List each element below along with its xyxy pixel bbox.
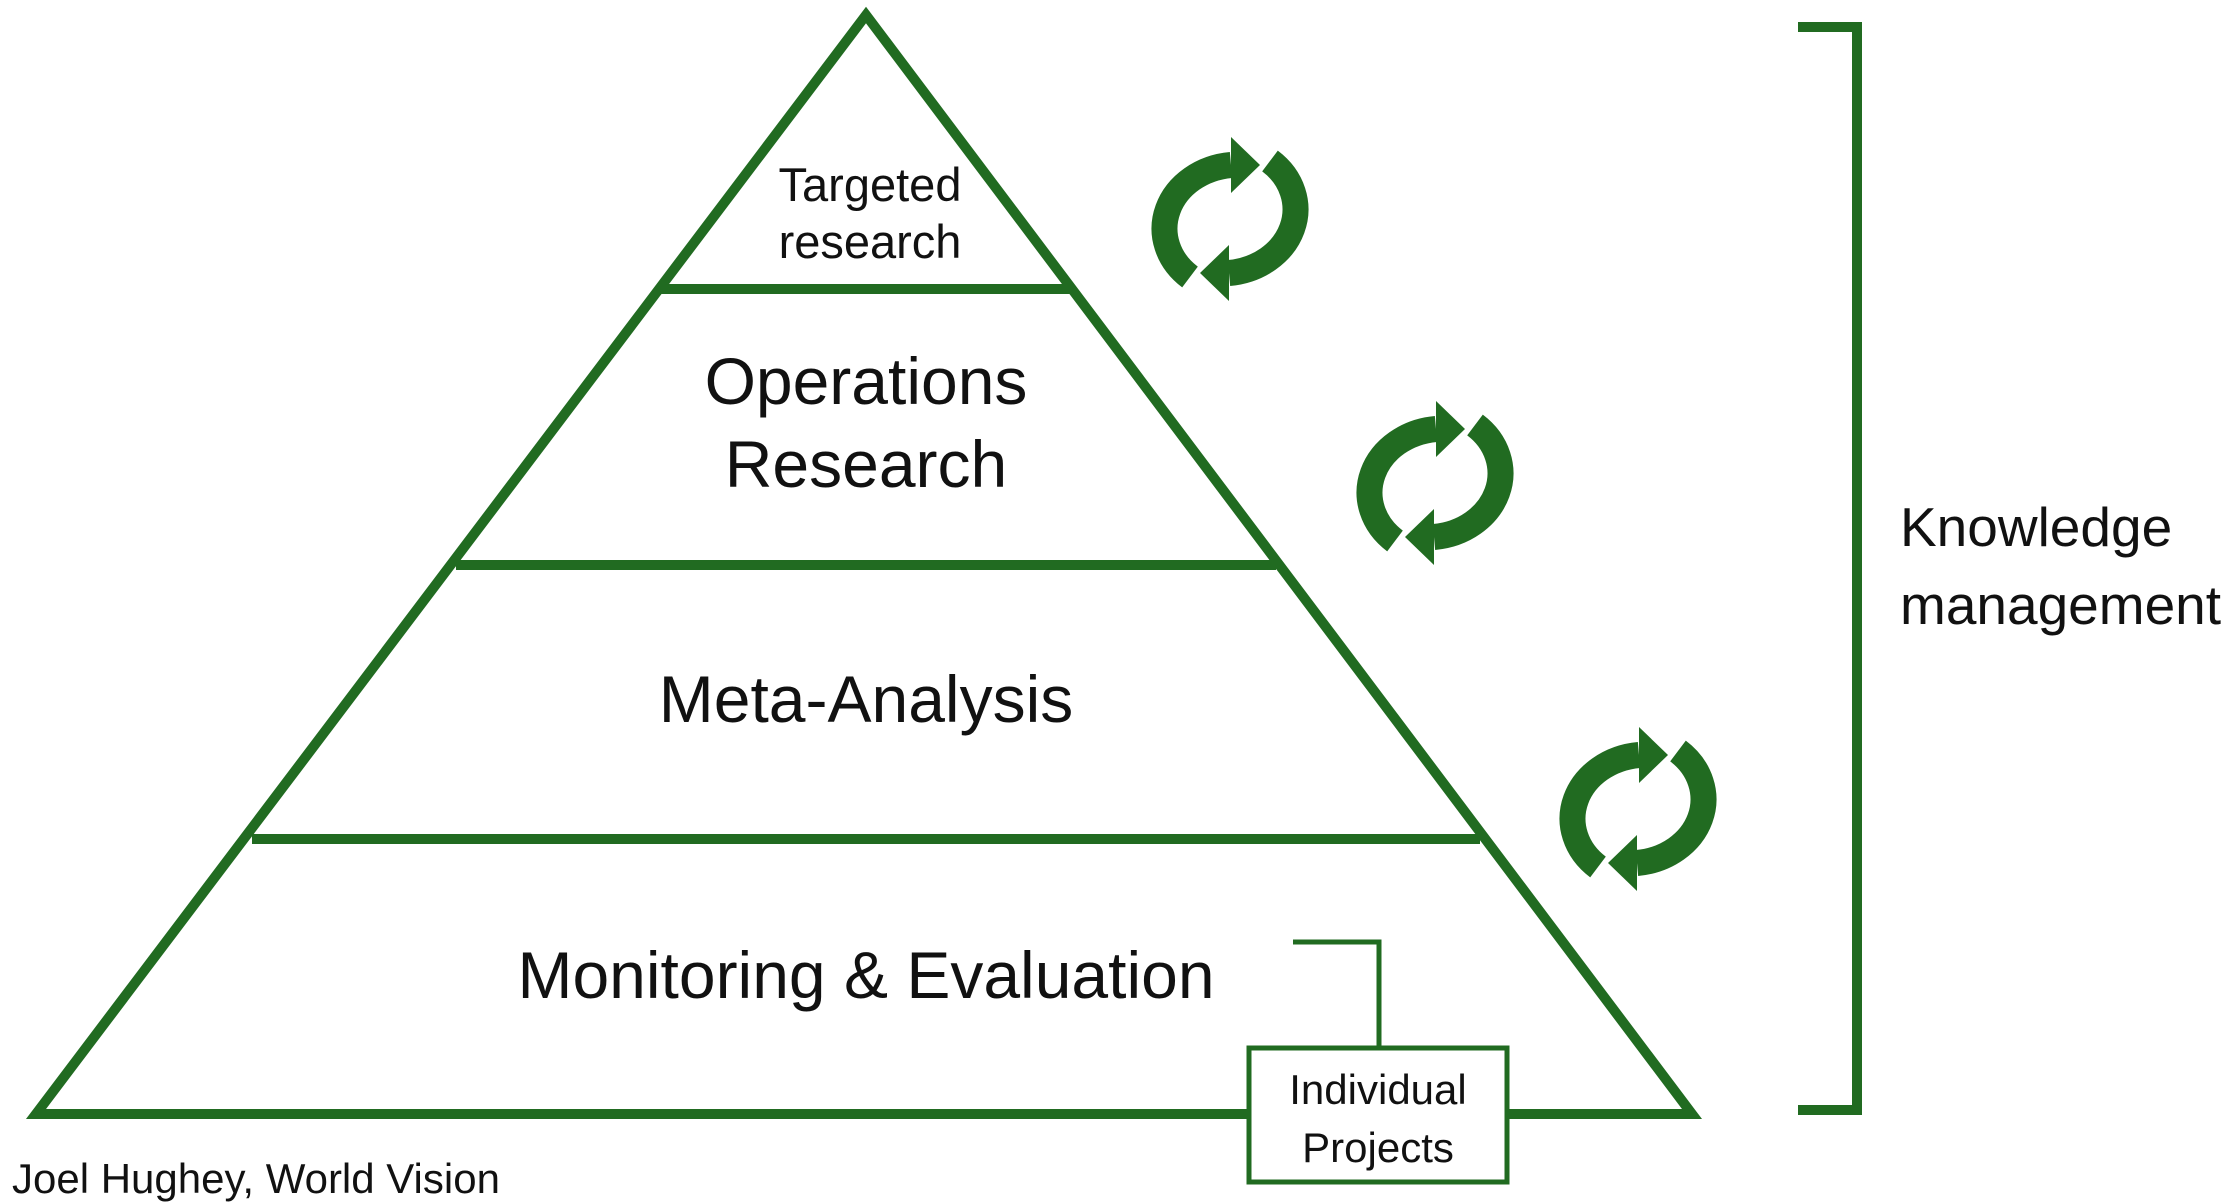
knowledge-management-line-1: Knowledge <box>1900 496 2172 558</box>
cycle-arrows-icon <box>1370 401 1501 565</box>
individual-projects-line-1: Individual <box>1289 1066 1466 1113</box>
level-targeted-research-line-1: Targeted <box>779 158 962 211</box>
right-bracket <box>1798 22 1862 1115</box>
individual-projects-box <box>1246 1045 1510 1185</box>
individual-projects-line-2: Projects <box>1302 1124 1454 1171</box>
knowledge-management-line-2: management <box>1900 574 2221 636</box>
level-meta-analysis: Meta-Analysis <box>659 662 1073 736</box>
cycle-arrows-icon <box>1573 727 1704 891</box>
pyramid-outline <box>25 6 1703 1119</box>
level-operations-research-line-2: Research <box>725 427 1007 501</box>
level-monitoring-evaluation: Monitoring & Evaluation <box>517 938 1214 1012</box>
cycle-arrows-icon <box>1165 137 1296 301</box>
individual-projects-connector <box>1293 939 1382 1048</box>
level-targeted-research-line-2: research <box>779 215 962 268</box>
credit-text: Joel Hughey, World Vision <box>12 1155 500 1202</box>
level-operations-research-line-1: Operations <box>705 344 1028 418</box>
